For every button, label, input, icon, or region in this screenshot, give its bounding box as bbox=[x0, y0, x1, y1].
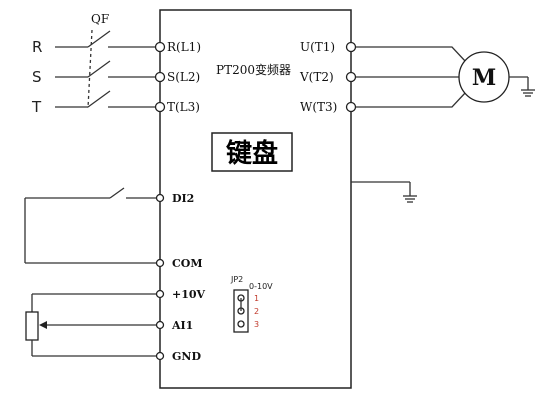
phase-label-r: R bbox=[32, 38, 42, 56]
jp2-pin-3 bbox=[237, 320, 245, 328]
jp2-pin-label-3: 3 bbox=[254, 320, 259, 329]
inverter-box bbox=[159, 9, 352, 389]
terminal-label-w: W(T3) bbox=[300, 100, 337, 114]
di2-switch-contact bbox=[109, 187, 125, 199]
potentiometer-icon bbox=[25, 311, 39, 341]
inverter-title: PT200变频器 bbox=[216, 62, 291, 77]
terminal-label-t: T(L3) bbox=[167, 100, 200, 114]
terminal-label-com: COM bbox=[172, 257, 203, 270]
breaker-linkage bbox=[87, 29, 93, 109]
terminal-label-10v: +10V bbox=[172, 288, 206, 301]
terminal-label-v: V(T2) bbox=[299, 70, 334, 84]
phase-line-s: S bbox=[32, 60, 155, 86]
terminal-v bbox=[345, 71, 357, 83]
terminal-label-r: R(L1) bbox=[167, 40, 201, 54]
terminal-gnd bbox=[155, 351, 165, 361]
phase-line-r: R bbox=[32, 30, 155, 56]
terminal-10v bbox=[155, 289, 165, 299]
jp2-pin-label-2: 2 bbox=[254, 307, 259, 316]
keyboard-panel bbox=[211, 132, 293, 172]
phase-label-t: T bbox=[31, 98, 42, 116]
breaker-label: QF bbox=[91, 12, 109, 26]
phase-label-s: S bbox=[32, 68, 42, 86]
terminal-com bbox=[155, 258, 165, 268]
terminal-label-s: S(L2) bbox=[167, 70, 200, 84]
jp2-jumper: JP2 0-10V 1 2 3 bbox=[230, 275, 273, 333]
motor-label: M bbox=[472, 65, 496, 91]
chassis-ground-icon bbox=[351, 181, 417, 203]
breaker-contact-t bbox=[87, 90, 111, 108]
jp2-pin-label-1: 1 bbox=[254, 294, 259, 303]
keyboard-label: 键盘 bbox=[226, 138, 278, 169]
motor-ground-icon bbox=[509, 76, 535, 97]
motor-wiring bbox=[356, 46, 467, 108]
di2-switch-circuit bbox=[24, 187, 156, 264]
breaker-contact-s bbox=[87, 60, 111, 78]
terminal-t bbox=[154, 101, 166, 113]
jp2-name: JP2 bbox=[230, 275, 243, 284]
terminal-di2 bbox=[155, 193, 165, 203]
terminal-ai1 bbox=[155, 320, 165, 330]
terminal-label-ai1: AI1 bbox=[171, 319, 193, 332]
terminal-label-u: U(T1) bbox=[300, 40, 335, 54]
phase-line-t: T bbox=[31, 90, 155, 116]
terminal-u bbox=[345, 41, 357, 53]
control-terminals bbox=[155, 193, 165, 361]
terminal-w bbox=[345, 101, 357, 113]
terminal-s bbox=[154, 71, 166, 83]
terminal-label-gnd: GND bbox=[172, 350, 201, 363]
wiper-arrow-icon bbox=[39, 321, 47, 329]
jp2-range: 0-10V bbox=[249, 282, 273, 291]
breaker-contact-r bbox=[87, 30, 111, 48]
potentiometer-circuit bbox=[25, 293, 156, 357]
terminal-r bbox=[154, 41, 166, 53]
terminal-label-di2: DI2 bbox=[172, 192, 194, 205]
